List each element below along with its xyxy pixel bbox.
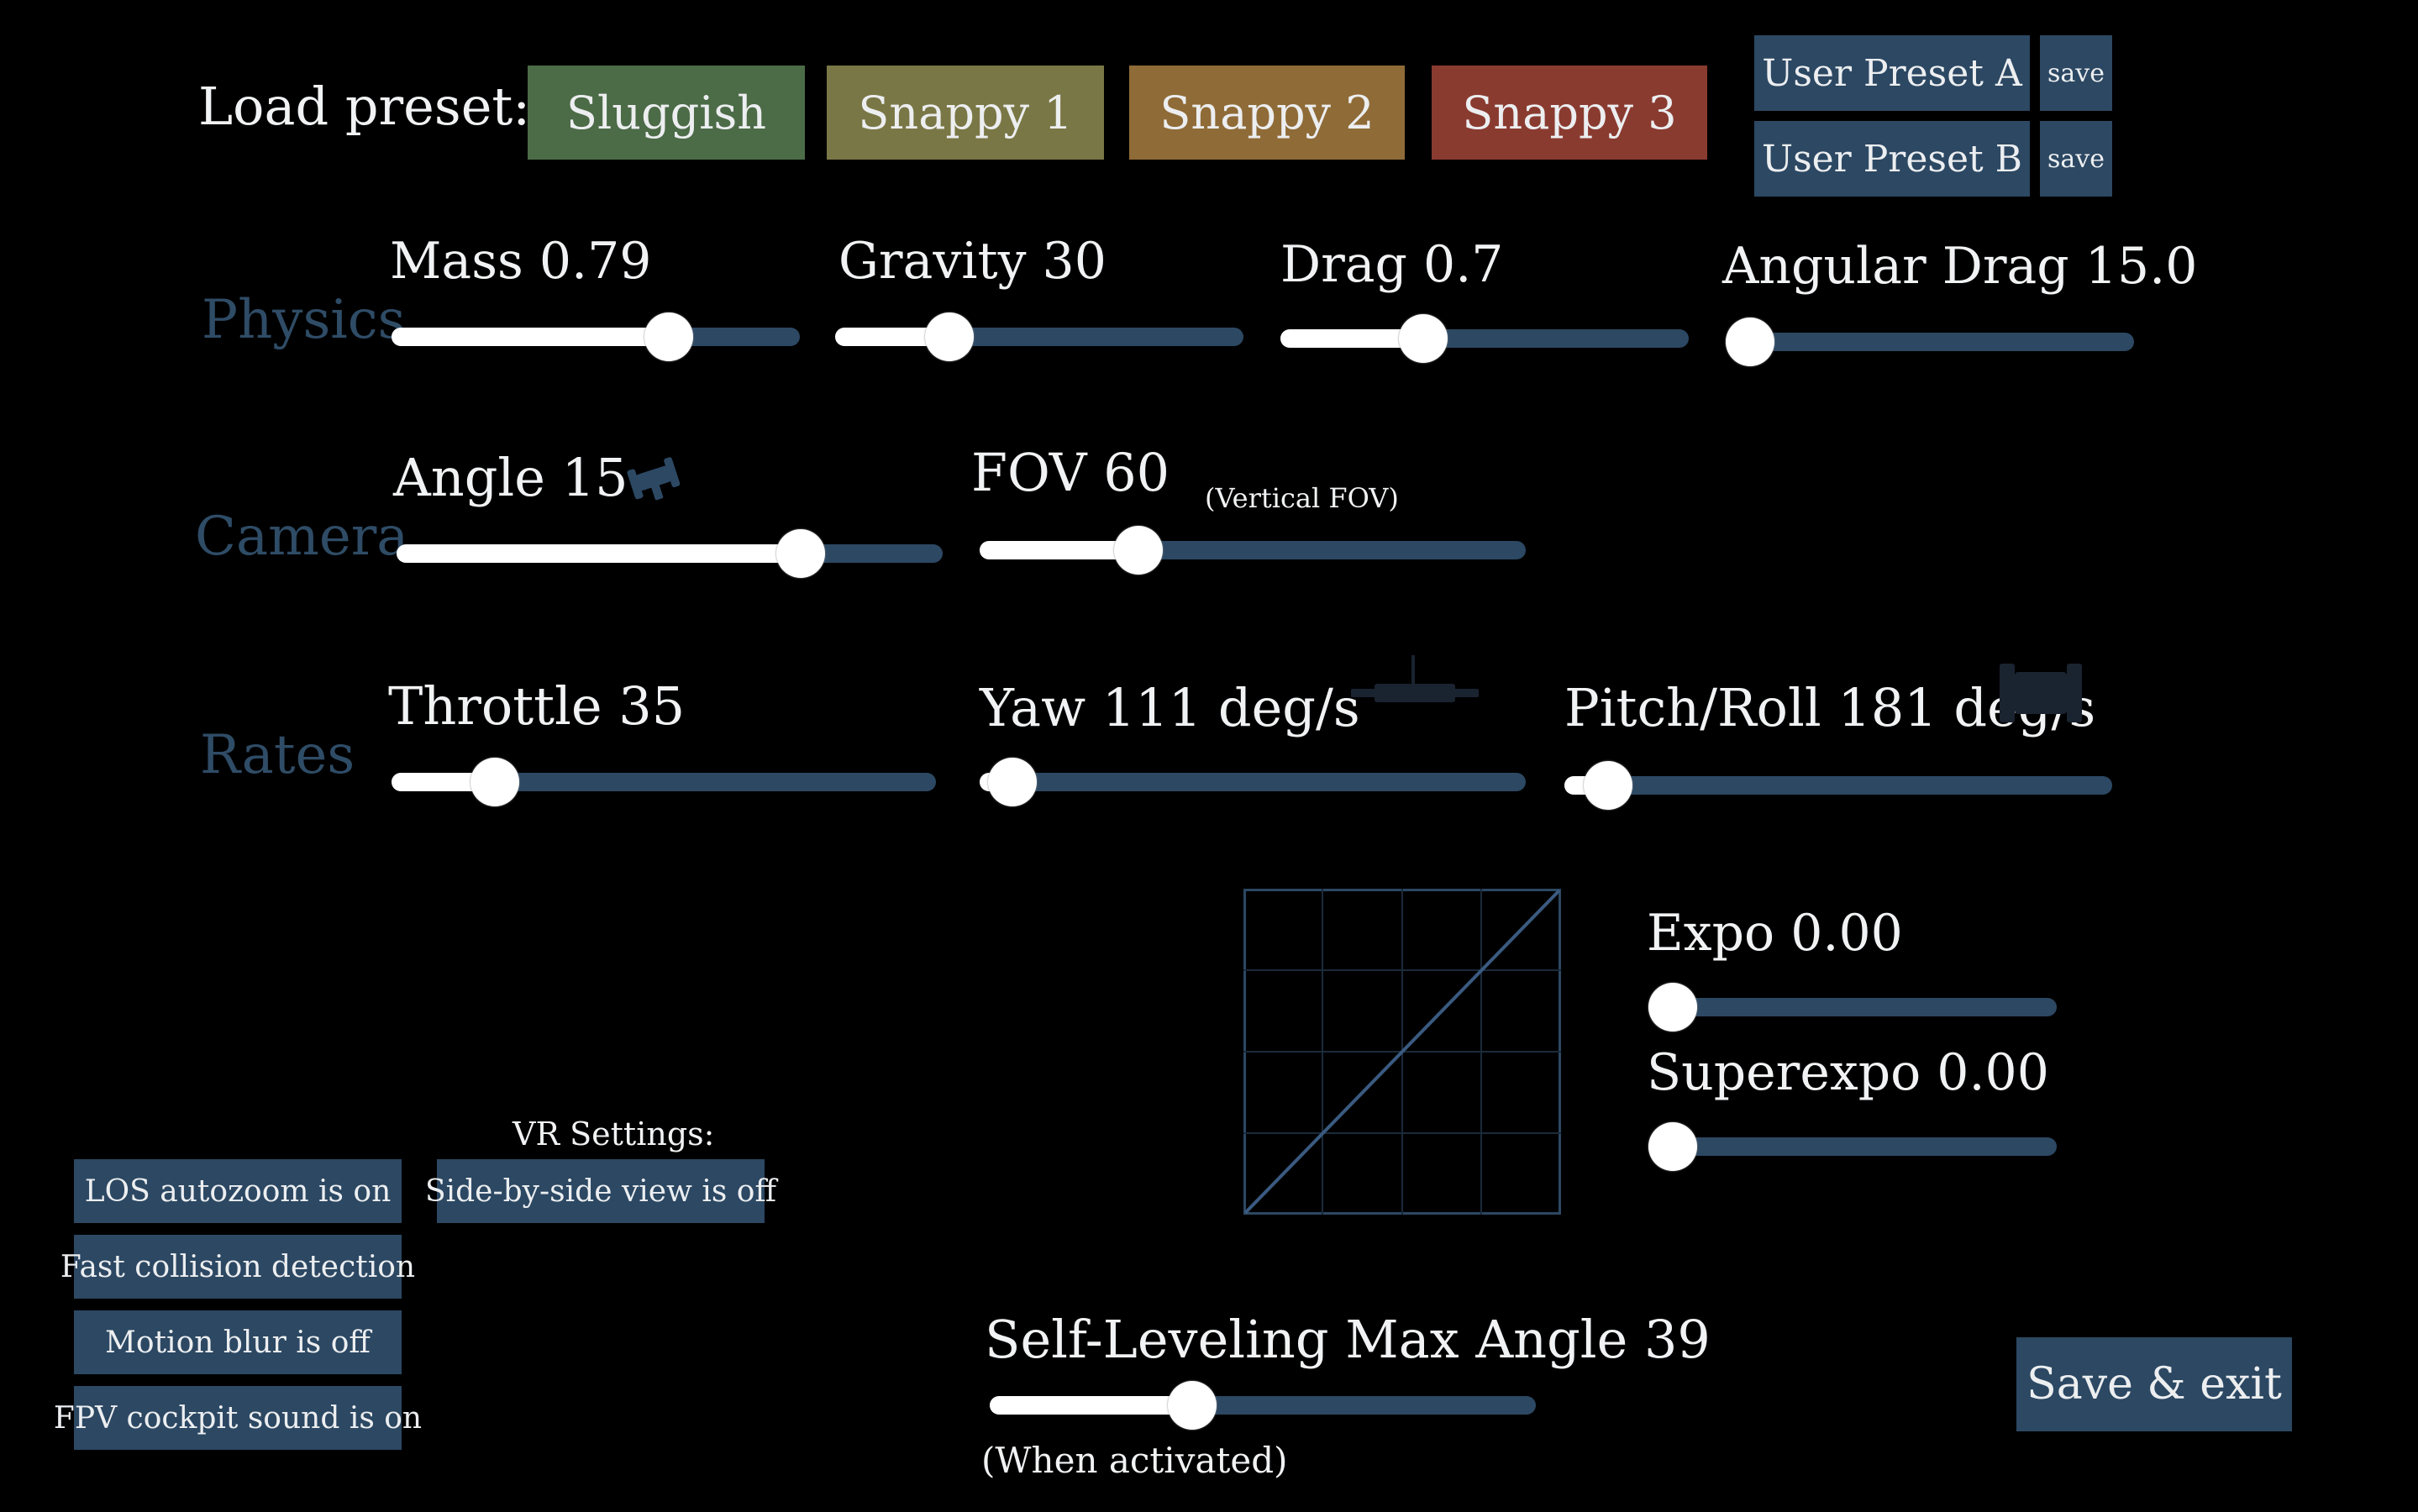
expo-slider-handle[interactable] [1648, 983, 1698, 1032]
motion-blur-toggle-button[interactable]: Motion blur is off [74, 1310, 402, 1374]
mass-slider-handle[interactable] [644, 312, 694, 361]
pitch-roll-slider-handle[interactable] [1584, 761, 1633, 810]
fpv-cockpit-sound-toggle-button[interactable]: FPV cockpit sound is on [54, 1386, 422, 1450]
save-label: save [2047, 58, 2105, 88]
expo-label: Expo 0.00 [1647, 904, 1903, 963]
self-leveling-slider-handle[interactable] [1167, 1381, 1217, 1430]
user-preset-a-button[interactable]: User Preset A [1754, 35, 2030, 111]
angular-drag-label: Angular Drag 15.0 [1722, 237, 2198, 296]
fast-collision-toggle-button[interactable]: Fast collision detection [60, 1235, 415, 1299]
user-preset-a-label: User Preset A [1762, 51, 2022, 95]
drone-yaw-icon [1351, 655, 1479, 702]
when-activated-note: (When activated) [981, 1440, 1288, 1481]
mass-slider[interactable] [392, 312, 800, 361]
expo-curve-line [1243, 889, 1561, 1215]
side-by-side-toggle-label: Side-by-side view is off [424, 1173, 777, 1209]
vertical-fov-note: (Vertical FOV) [1205, 482, 1399, 514]
side-by-side-toggle-button[interactable]: Side-by-side view is off [425, 1159, 776, 1223]
fov-slider[interactable] [980, 526, 1526, 575]
fov-slider-handle[interactable] [1113, 526, 1163, 575]
preset-snappy1-label: Snappy 1 [858, 86, 1073, 139]
preset-snappy2-button[interactable]: Snappy 2 [1129, 66, 1405, 160]
camera-angle-slider-handle[interactable] [776, 529, 825, 578]
motion-blur-toggle-label: Motion blur is off [105, 1325, 371, 1360]
fast-collision-toggle-label: Fast collision detection [60, 1249, 416, 1284]
user-preset-a-save-button[interactable]: save [2040, 35, 2112, 111]
drag-slider[interactable] [1280, 314, 1689, 363]
section-rates-label: Rates [200, 724, 355, 786]
preset-sluggish-button[interactable]: Sluggish [528, 66, 805, 160]
drag-slider-handle[interactable] [1399, 314, 1448, 363]
camera-angle-label: Angle 15 [393, 447, 628, 508]
superexpo-slider[interactable] [1648, 1122, 2057, 1171]
save-exit-button[interactable]: Save & exit [2016, 1337, 2292, 1431]
drag-label: Drag 0.7 [1280, 235, 1504, 294]
save-exit-label: Save & exit [2026, 1359, 2282, 1410]
preset-snappy2-label: Snappy 2 [1159, 86, 1375, 139]
user-preset-b-label: User Preset B [1761, 137, 2023, 181]
preset-sluggish-label: Sluggish [566, 86, 766, 139]
vr-settings-label: VR Settings: [513, 1116, 715, 1152]
drone-pitch-roll-icon [2000, 664, 2082, 722]
preset-snappy3-button[interactable]: Snappy 3 [1432, 66, 1707, 160]
section-camera-label: Camera [195, 506, 409, 568]
section-physics-label: Physics [202, 289, 406, 351]
gravity-slider[interactable] [835, 312, 1243, 361]
fov-label: FOV 60 [971, 442, 1170, 503]
los-autozoom-toggle-label: LOS autozoom is on [84, 1173, 392, 1209]
user-preset-b-button[interactable]: User Preset B [1754, 121, 2030, 197]
save-label: save [2047, 144, 2105, 174]
throttle-slider-handle[interactable] [470, 758, 520, 806]
load-preset-label: Load preset: [198, 76, 531, 137]
expo-curve-graph [1243, 889, 1561, 1215]
expo-slider[interactable] [1648, 983, 2057, 1032]
los-autozoom-toggle-button[interactable]: LOS autozoom is on [74, 1159, 402, 1223]
yaw-slider-handle[interactable] [988, 758, 1037, 806]
throttle-slider[interactable] [392, 758, 936, 806]
self-leveling-slider[interactable] [990, 1381, 1536, 1430]
gravity-slider-handle[interactable] [925, 312, 975, 361]
fpv-cockpit-sound-toggle-label: FPV cockpit sound is on [53, 1400, 423, 1436]
superexpo-label: Superexpo 0.00 [1647, 1043, 2049, 1102]
gravity-label: Gravity 30 [838, 232, 1106, 291]
camera-angle-slider[interactable] [397, 529, 943, 578]
user-preset-b-save-button[interactable]: save [2040, 121, 2112, 197]
drone-angle-icon [627, 457, 681, 501]
yaw-label: Yaw 111 deg/s [980, 677, 1360, 738]
preset-snappy1-button[interactable]: Snappy 1 [827, 66, 1104, 160]
throttle-label: Throttle 35 [388, 675, 686, 737]
angular-drag-slider-handle[interactable] [1726, 318, 1775, 366]
angular-drag-slider[interactable] [1726, 318, 2134, 366]
mass-label: Mass 0.79 [390, 232, 652, 291]
yaw-slider[interactable] [980, 758, 1526, 806]
self-leveling-label: Self-Leveling Max Angle 39 [985, 1309, 1711, 1370]
preset-snappy3-label: Snappy 3 [1462, 86, 1677, 139]
pitch-roll-slider[interactable] [1564, 761, 2112, 810]
superexpo-slider-handle[interactable] [1648, 1122, 1698, 1171]
